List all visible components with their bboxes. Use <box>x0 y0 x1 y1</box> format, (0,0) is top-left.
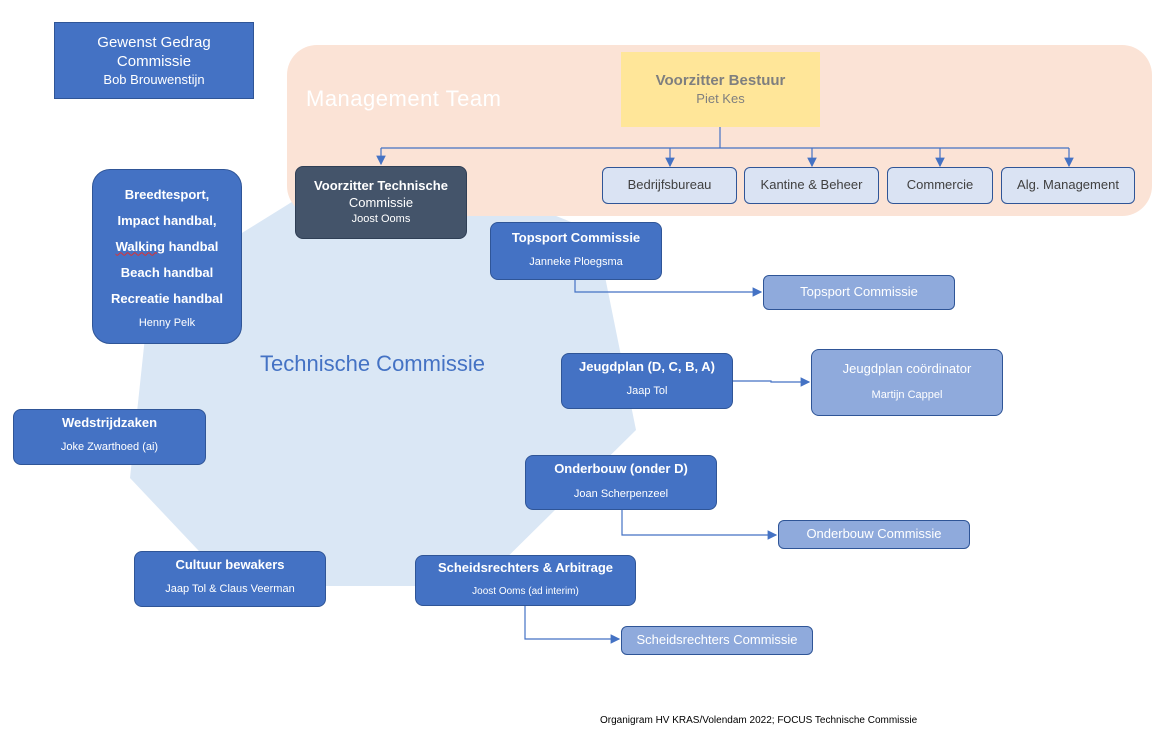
onderbouw-commissie-box: Onderbouw Commissie <box>778 520 970 549</box>
breedtesport-item-2: Impact handbal, <box>117 212 217 228</box>
cultuur-name: Jaap Tol & Claus Veerman <box>165 582 295 595</box>
breedtesport-name: Henny Pelk <box>138 316 196 329</box>
voorzitter-tc-box: Voorzitter Technische Commissie Joost Oo… <box>295 166 467 239</box>
voorzitter-bestuur-name: Piet Kes <box>696 90 745 106</box>
jeugdplan-coordinator-title: Jeugdplan coördinator <box>842 361 972 376</box>
wedstrijdzaken-title: Wedstrijdzaken <box>61 415 158 430</box>
topsport-commissie-box: Topsport Commissie <box>763 275 955 310</box>
voorzitter-tc-name: Joost Ooms <box>351 213 411 226</box>
jeugdplan-coordinator-name: Martijn Cappel <box>871 388 943 401</box>
caption: Organigram HV KRAS/Volendam 2022; FOCUS … <box>600 715 918 726</box>
topsport-name: Janneke Ploegsma <box>529 255 623 268</box>
voorzitter-tc-line2: Commissie <box>348 195 414 211</box>
jeugdplan-title: Jeugdplan (D, C, B, A) <box>578 359 716 374</box>
voorzitter-bestuur-box: Voorzitter Bestuur Piet Kes <box>621 52 820 127</box>
connector-to-jeugdplan-coordinator <box>733 377 811 387</box>
jeugdplan-box: Jeugdplan (D, C, B, A) Jaap Tol <box>561 353 733 409</box>
breedtesport-item-1: Breedtesport, <box>124 186 210 202</box>
scheidsrechters-box: Scheidsrechters & Arbitrage Joost Ooms (… <box>415 555 636 606</box>
breedtesport-item-5: Recreatie handbal <box>111 290 223 306</box>
voorzitter-tc-line1: Voorzitter Technische <box>314 178 448 194</box>
gewenst-gedrag-box: Gewenst Gedrag Commissie Bob Brouwenstij… <box>54 22 254 99</box>
gewenst-line2: Commissie <box>116 53 192 71</box>
breedtesport-box: Breedtesport, Impact handbal, Walking ha… <box>92 169 242 344</box>
wedstrijdzaken-box: Wedstrijdzaken Joke Zwarthoed (ai) <box>13 409 206 465</box>
breedtesport-item-3: Walking handbal <box>116 240 219 253</box>
connector-to-onderbouw-commissie <box>621 510 778 540</box>
unit-alg-management: Alg. Management <box>1001 167 1135 204</box>
gewenst-line1: Gewenst Gedrag <box>97 33 211 51</box>
onderbouw-title: Onderbouw (onder D) <box>554 461 688 476</box>
unit-kantine-beheer: Kantine & Beheer <box>744 167 879 204</box>
jeugdplan-name: Jaap Tol <box>626 384 668 397</box>
gewenst-name: Bob Brouwenstijn <box>103 71 205 87</box>
scheidsrechters-commissie-box: Scheidsrechters Commissie <box>621 626 813 655</box>
onderbouw-box: Onderbouw (onder D) Joan Scherpenzeel <box>525 455 717 510</box>
topsport-title: Topsport Commissie <box>511 230 641 245</box>
topsport-box: Topsport Commissie Janneke Ploegsma <box>490 222 662 280</box>
breedtesport-item-3b: handbal <box>168 238 219 254</box>
scheids-name: Joost Ooms (ad interim) <box>472 585 579 597</box>
connector-to-topsport-commissie <box>574 280 763 297</box>
jeugdplan-coordinator-box: Jeugdplan coördinator Martijn Cappel <box>811 349 1003 416</box>
technische-commissie-title: Technische Commissie <box>260 351 485 376</box>
management-team-title: Management Team <box>306 86 502 111</box>
onderbouw-name: Joan Scherpenzeel <box>573 487 669 500</box>
cultuur-title: Cultuur bewakers <box>175 557 285 572</box>
breedtesport-item-4: Beach handbal <box>120 264 214 280</box>
unit-commercie: Commercie <box>887 167 993 204</box>
breedtesport-item-3a: Walking <box>115 238 165 254</box>
cultuur-bewakers-box: Cultuur bewakers Jaap Tol & Claus Veerma… <box>134 551 326 607</box>
scheids-title: Scheidsrechters & Arbitrage <box>437 560 614 575</box>
connector-to-scheidsrechters-commissie <box>524 606 621 644</box>
wedstrijdzaken-name: Joke Zwarthoed (ai) <box>60 440 159 453</box>
unit-bedrijfsbureau: Bedrijfsbureau <box>602 167 737 204</box>
voorzitter-bestuur-title: Voorzitter Bestuur <box>655 72 786 90</box>
